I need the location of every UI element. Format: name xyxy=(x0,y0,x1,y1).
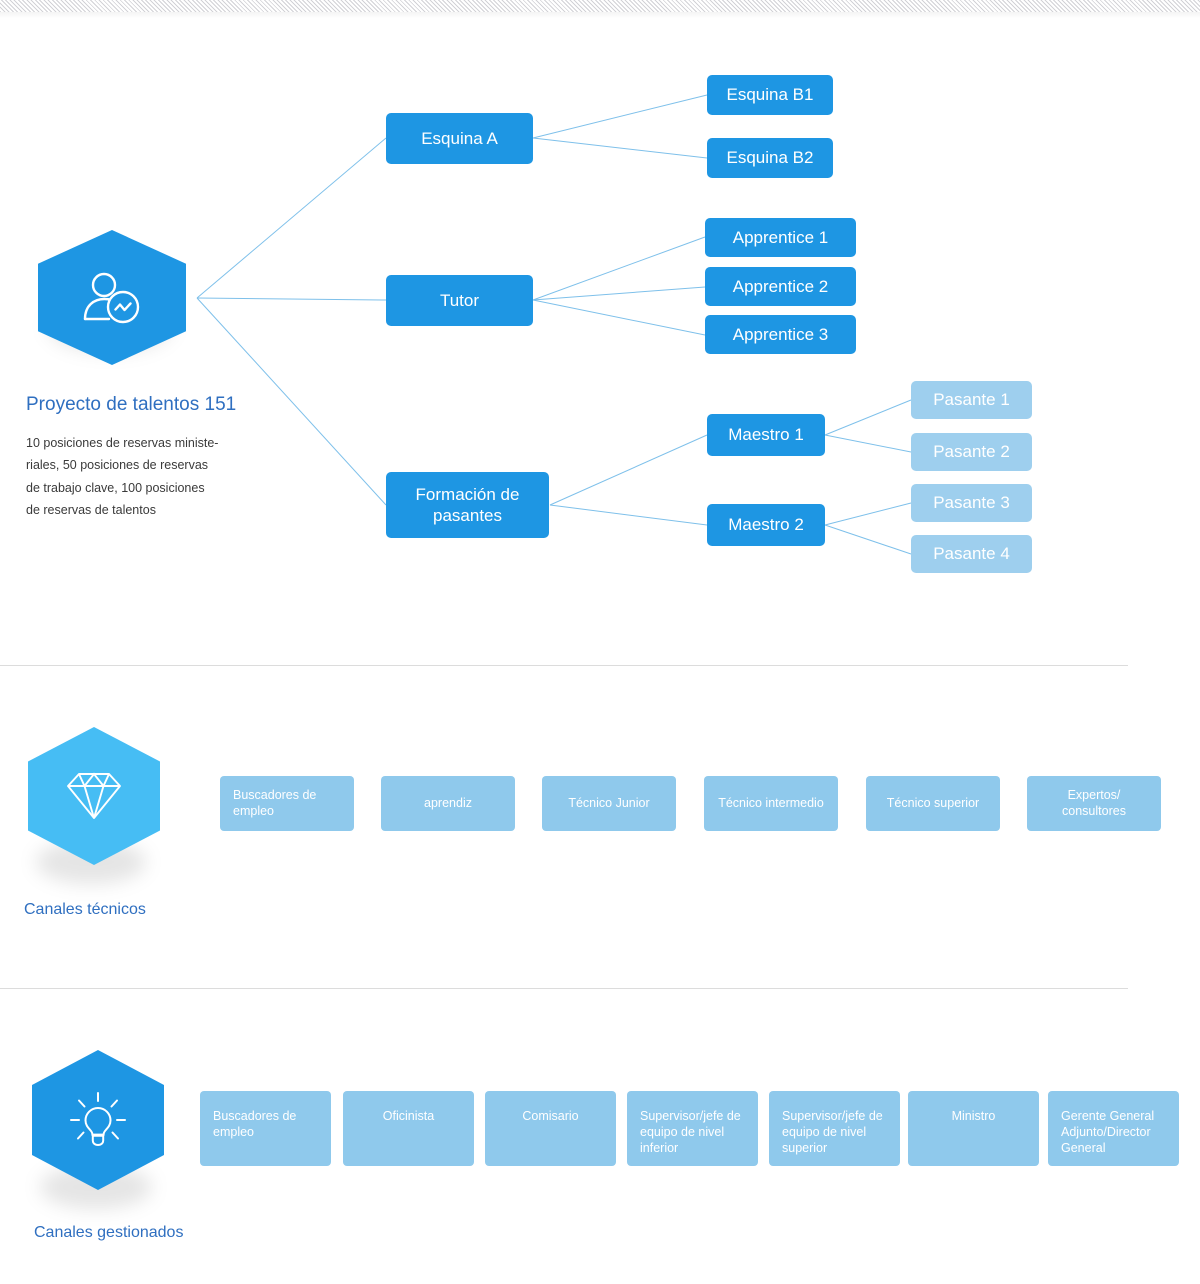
person-analytics-icon xyxy=(83,272,140,323)
node-esquina-a[interactable]: Esquina A xyxy=(386,113,533,164)
description-line: de reservas de talentos xyxy=(26,502,156,517)
diamond-icon xyxy=(67,772,121,819)
node-maestro-1[interactable]: Maestro 1 xyxy=(707,414,825,456)
section3-title: Canales gestionados xyxy=(34,1224,184,1241)
node-apprentice-2[interactable]: Apprentice 2 xyxy=(705,267,856,306)
managed-channel-item-4[interactable]: Supervisor/jefe de equipo de nivel infer… xyxy=(627,1091,758,1166)
node-pasante-4[interactable]: Pasante 4 xyxy=(911,535,1032,573)
section1-description: 10 posiciones de reservas ministe- riale… xyxy=(26,432,286,521)
section-separator-2 xyxy=(0,988,1128,989)
section-separator-1 xyxy=(0,665,1128,666)
node-pasante-1[interactable]: Pasante 1 xyxy=(911,381,1032,419)
description-line: 10 posiciones de reservas ministe- xyxy=(26,436,219,450)
managed-channel-item-6[interactable]: Ministro xyxy=(908,1091,1039,1166)
managed-channel-item-3[interactable]: Comisario xyxy=(485,1091,616,1166)
node-formacion-de-pasantes[interactable]: Formación de pasantes xyxy=(386,472,549,538)
node-pasante-3[interactable]: Pasante 3 xyxy=(911,484,1032,522)
section1-title: Proyecto de talentos 151 xyxy=(26,394,237,415)
tech-channel-item-2[interactable]: aprendiz xyxy=(381,776,515,831)
section2-title: Canales técnicos xyxy=(24,901,146,918)
description-line: de trabajo clave, 100 posiciones xyxy=(26,480,205,495)
node-esquina-b2[interactable]: Esquina B2 xyxy=(707,138,833,178)
top-hatch-band xyxy=(0,0,1200,12)
managed-channel-item-7[interactable]: Gerente General Adjunto/Director General xyxy=(1048,1091,1179,1166)
top-band-shadow xyxy=(0,12,1200,18)
node-pasante-2[interactable]: Pasante 2 xyxy=(911,433,1032,471)
tech-channel-item-1[interactable]: Buscadores de empleo xyxy=(220,776,354,831)
tech-channel-item-4[interactable]: Técnico intermedio xyxy=(704,776,838,831)
managed-channel-item-1[interactable]: Buscadores de empleo xyxy=(200,1091,331,1166)
description-line: riales, 50 posiciones de reservas xyxy=(26,458,209,473)
tech-channel-item-5[interactable]: Técnico superior xyxy=(866,776,1000,831)
section3-hexagon[interactable] xyxy=(32,1050,164,1190)
tech-channel-item-6[interactable]: Expertos/ consultores xyxy=(1027,776,1161,831)
node-apprentice-3[interactable]: Apprentice 3 xyxy=(705,315,856,354)
node-esquina-b1[interactable]: Esquina B1 xyxy=(707,75,833,115)
managed-channel-item-5[interactable]: Supervisor/jefe de equipo de nivel super… xyxy=(769,1091,900,1166)
hub-hexagon[interactable] xyxy=(38,230,186,365)
managed-channel-item-2[interactable]: Oficinista xyxy=(343,1091,474,1166)
tech-channel-item-3[interactable]: Técnico Junior xyxy=(542,776,676,831)
node-maestro-2[interactable]: Maestro 2 xyxy=(707,504,825,546)
section2-hexagon[interactable] xyxy=(28,727,160,865)
node-tutor[interactable]: Tutor xyxy=(386,275,533,326)
node-apprentice-1[interactable]: Apprentice 1 xyxy=(705,218,856,257)
lightbulb-icon xyxy=(70,1092,126,1146)
